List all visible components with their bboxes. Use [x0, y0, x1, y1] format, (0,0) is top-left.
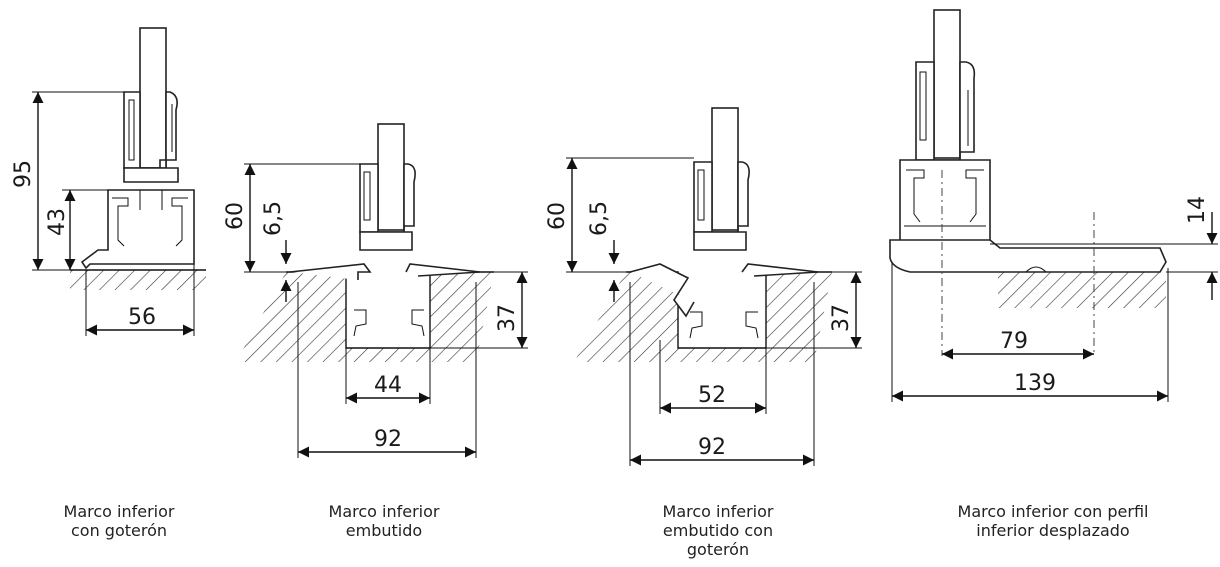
ground-hatch — [574, 272, 832, 362]
dim-label-37: 37 — [495, 304, 520, 332]
ground-hatch — [70, 270, 206, 290]
dim-label-14: 14 — [1185, 196, 1210, 224]
dim-label-56: 56 — [128, 305, 156, 330]
caption-diagram-2: Marco inferior embutido — [254, 502, 514, 540]
dim-label-52: 52 — [698, 383, 726, 408]
dim-label-60: 60 — [223, 202, 248, 230]
glass-panel — [377, 123, 405, 231]
glass-panel — [711, 107, 739, 231]
dim-label-139: 139 — [1014, 371, 1056, 396]
glass-panel — [139, 27, 167, 169]
dim-label-44: 44 — [374, 373, 402, 398]
caption-text: Marco inferior con perfil inferior despl… — [957, 502, 1149, 540]
dim-label-6-5: 6,5 — [261, 201, 286, 236]
diagram-3-embutido-goteron: 60 6,5 37 52 92 — [545, 107, 862, 466]
ground-hatch — [236, 272, 494, 362]
caption-diagram-4: Marco inferior con perfil inferior despl… — [918, 502, 1188, 540]
caption-diagram-1: Marco inferior con goterón — [0, 502, 249, 540]
upper-clamp-profile — [123, 91, 178, 171]
upper-clamp-profile — [359, 163, 416, 233]
displaced-bottom-profile — [889, 239, 1167, 273]
dim-label-79: 79 — [1000, 329, 1028, 354]
upper-clamp-profile — [693, 161, 750, 233]
dim-label-60: 60 — [545, 202, 570, 230]
ground-hatch — [998, 272, 1166, 308]
dim-label-92: 92 — [698, 435, 726, 460]
dim-label-43: 43 — [45, 208, 70, 236]
caption-text: Marco inferior con goterón — [63, 502, 175, 540]
diagram-1-goteron: 95 43 56 — [11, 27, 206, 336]
diagram-4-perfil-desplazado: 14 79 139 — [889, 9, 1218, 402]
upper-clamp-profile — [915, 61, 976, 161]
caption-text: Marco inferior embutido — [328, 502, 440, 540]
diagram-2-embutido: 60 6,5 37 44 92 — [223, 123, 528, 458]
dim-label-6-5: 6,5 — [587, 201, 612, 236]
glass-panel — [933, 9, 961, 159]
caption-text: Marco inferior embutido con goterón — [662, 502, 774, 559]
dim-label-37: 37 — [829, 304, 854, 332]
dim-label-92: 92 — [374, 427, 402, 452]
dim-label-95: 95 — [11, 160, 36, 188]
bottom-frame-profile — [80, 189, 195, 270]
caption-diagram-3: Marco inferior embutido con goterón — [588, 502, 848, 559]
